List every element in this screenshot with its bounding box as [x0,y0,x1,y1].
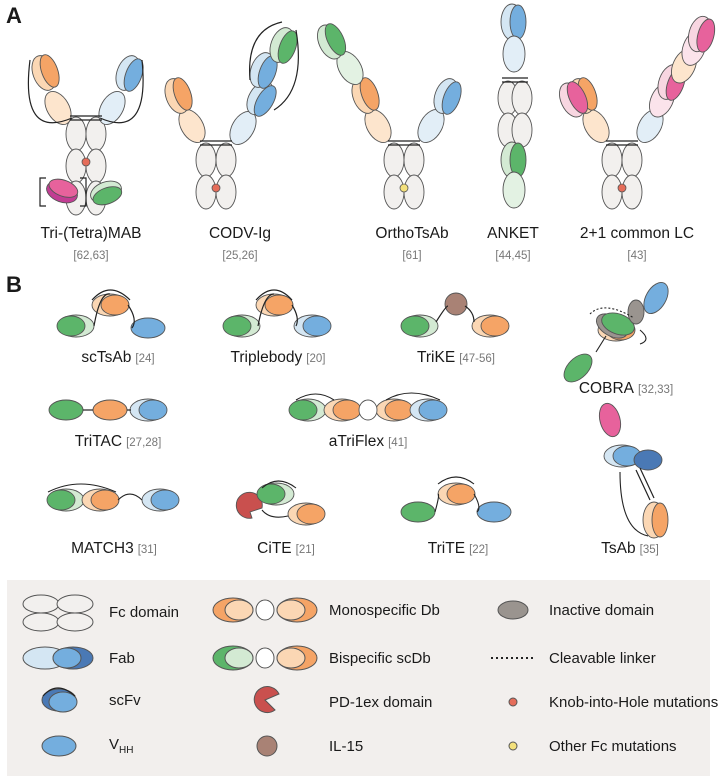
label-tri-tetra-mab: Tri-(Tetra)MAB [40,225,142,242]
refs-common-lc: [43] [627,250,647,262]
pd1ex-icon [253,686,280,714]
trite-diagram [400,476,512,523]
legend-monospecific-db: Monospecific Db [329,602,440,619]
atriflex-diagram [288,392,448,422]
cite-diagram [235,480,326,526]
label-cite: CiTE[21] [257,540,315,557]
label-tsab: TsAb[35] [601,540,659,557]
other-fc-icon [508,741,518,751]
label-sctsab: scTsAb[24] [81,349,155,366]
label-orthotsab: OrthoTsAb [375,225,449,242]
il15-icon [256,735,278,757]
legend-fc-domain: Fc domain [109,604,180,621]
panel-a-label: A [6,3,22,28]
label-trike: TriKE[47-56] [417,349,495,366]
label-cobra: COBRA[32,33] [578,380,674,397]
tri-tetra-mab-diagram [27,50,148,216]
label-match3: MATCH3[31] [71,540,157,557]
label-anket: ANKET [487,225,539,242]
tsab-diagram [598,402,669,539]
bispecific-scdb-icon [212,645,318,671]
label-triplebody: Triplebody[20] [230,349,326,366]
label-common-lc: 2+1 common LC [579,225,695,242]
legend-kih: Knob-into-Hole mutations [549,694,719,711]
cobra-diagram [558,277,674,388]
fab-icon [22,646,94,670]
trike-diagram [400,292,510,338]
legend-bispecific-scdb: Bispecific scDb [329,650,431,667]
refs-codv-ig: [25,26] [222,250,258,262]
legend-vhh: VHH [109,736,134,756]
legend-box: Fc domain Fab scFv VHH Monospecific Db B… [7,580,718,776]
legend-scfv: scFv [109,692,141,709]
legend-icons [22,594,535,757]
codv-ig-diagram [160,21,302,210]
tritac-diagram [48,398,168,422]
refs-anket: [44,45] [495,250,531,262]
common-lc-diagram [553,13,719,210]
legend-pd1ex: PD-1ex domain [329,694,433,711]
label-tritac: TriTAC[27,28] [74,433,162,450]
label-codv-ig: CODV-Ig [208,225,272,242]
kih-icon [508,697,518,707]
anket-diagram [497,3,533,209]
fc-domain-icon [22,594,94,632]
legend-other-fc: Other Fc mutations [549,738,677,755]
inactive-domain-icon [497,600,529,620]
match3-diagram [46,483,180,512]
refs-tri-tetra-mab: [62,63] [73,250,109,262]
label-atriflex: aTriFlex[41] [328,433,408,450]
scfv-icon [41,687,78,713]
panel-b-label: B [6,272,22,297]
triplebody-diagram [222,289,332,338]
legend-cleavable: Cleavable linker [549,650,656,667]
legend-il15: IL-15 [329,738,364,755]
monospecific-db-icon [212,597,318,623]
vhh-icon [41,735,77,757]
orthotsab-diagram [311,19,466,210]
refs-orthotsab: [61] [402,250,422,262]
legend-fab: Fab [109,650,135,667]
sctsab-diagram [56,289,166,339]
legend-inactive: Inactive domain [549,602,655,619]
label-trite: TriTE[22] [427,540,489,557]
